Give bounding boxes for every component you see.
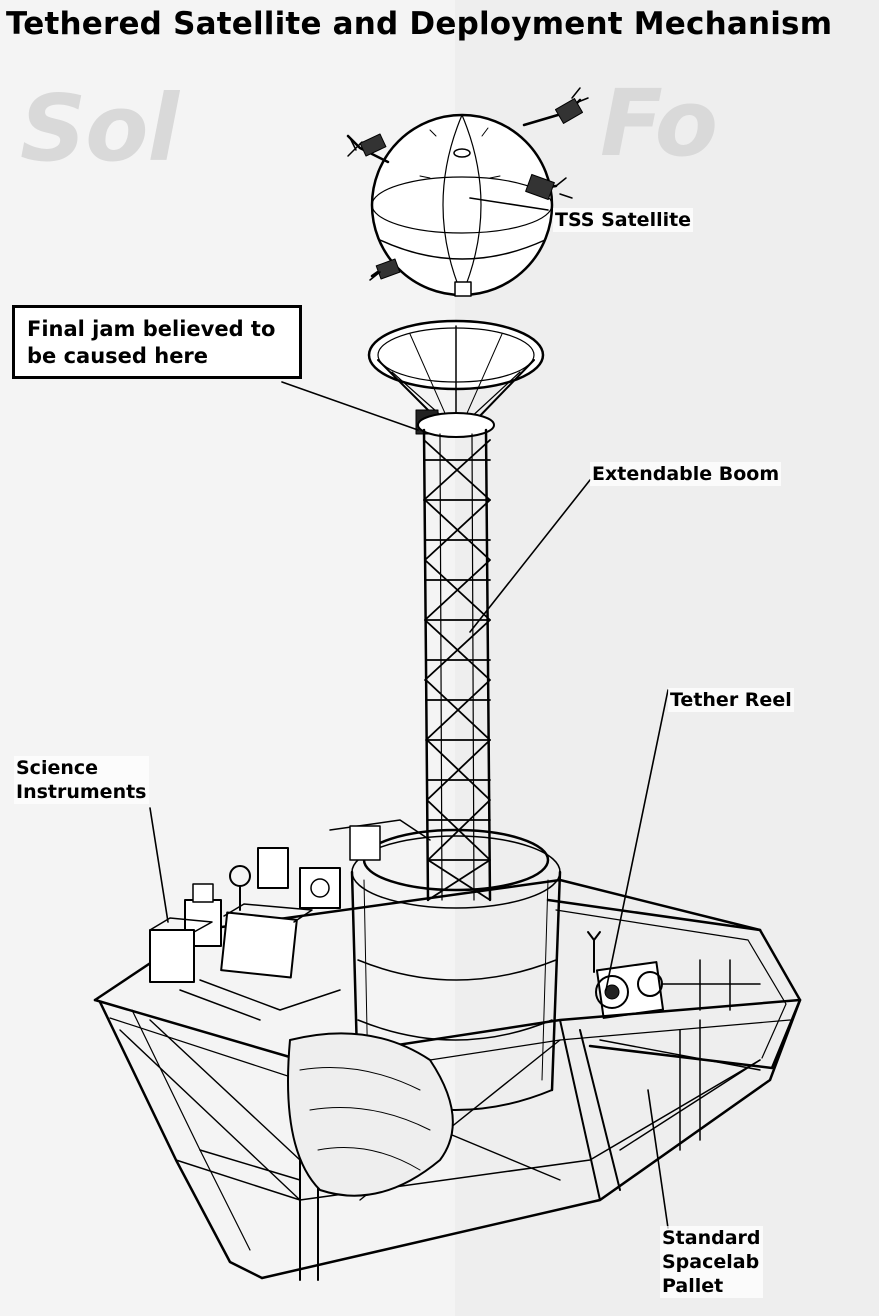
label-pallet-line-1: Standard: [662, 1227, 761, 1249]
extendable-boom-lattice: [417, 412, 495, 902]
tss-satellite-sphere: [346, 87, 589, 297]
leader-lines: [149, 197, 669, 1229]
label-tether-reel: Tether Reel: [668, 688, 794, 712]
callout-line-2: be caused here: [27, 344, 209, 368]
label-science-line-1: Science: [16, 757, 99, 779]
show-through-lettering: Fo: [600, 70, 718, 177]
label-tss-satellite: TSS Satellite: [553, 208, 694, 232]
label-pallet-line-3: Pallet: [662, 1275, 724, 1297]
science-instruments: [149, 819, 431, 1021]
label-science-line-2: Instruments: [16, 781, 147, 803]
label-pallet-line-2: Spacelab: [662, 1251, 760, 1273]
label-spacelab-pallet: Standard Spacelab Pallet: [660, 1226, 763, 1298]
tether-reel: [546, 898, 802, 1070]
label-extendable-boom: Extendable Boom: [590, 462, 782, 486]
label-science-instruments: Science Instruments: [14, 756, 149, 804]
final-jam-callout: Final jam believed to be caused here: [12, 305, 302, 379]
diagram-title: Tethered Satellite and Deployment Mechan…: [6, 6, 833, 42]
callout-line-1: Final jam believed to: [27, 317, 276, 341]
spacelab-pallet-frame: [93, 878, 802, 1281]
show-through-lettering: Sol: [20, 75, 179, 182]
